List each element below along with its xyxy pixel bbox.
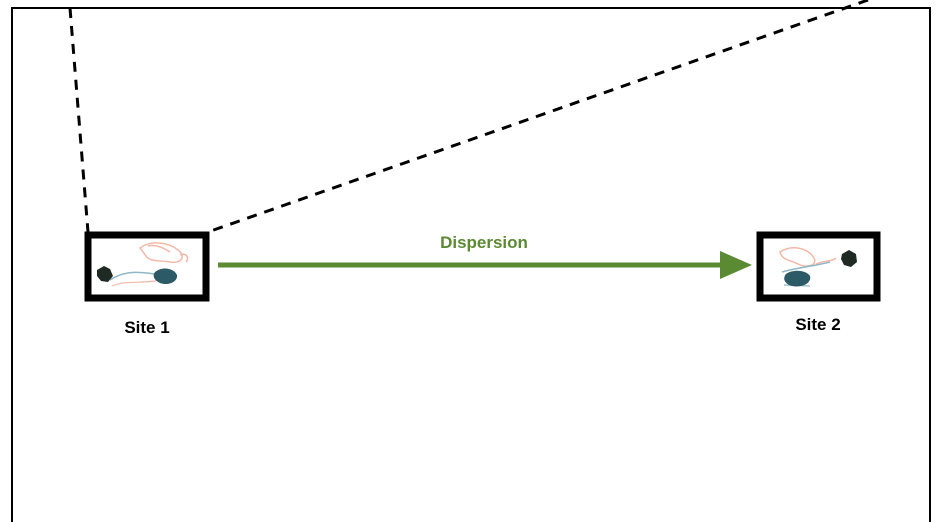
- site-2: Site 2: [756, 231, 881, 334]
- dispersion-arrow-head: [720, 251, 752, 279]
- site-1-frame: [84, 231, 210, 302]
- dispersion-arrow: Dispersion: [218, 233, 752, 279]
- dispersion-label: Dispersion: [440, 233, 528, 252]
- panel-border: [11, 7, 931, 522]
- dashed-zoom-line-left: [68, 7, 90, 233]
- dashed-zoom-line-right: [207, 0, 869, 234]
- site-1-thumbnail: [97, 242, 189, 287]
- site-2-label: Site 2: [795, 315, 840, 334]
- site-2-frame: [756, 231, 881, 302]
- site-1: Site 1: [84, 231, 210, 337]
- site-2-thumbnail: [779, 246, 857, 287]
- site-1-label: Site 1: [124, 318, 169, 337]
